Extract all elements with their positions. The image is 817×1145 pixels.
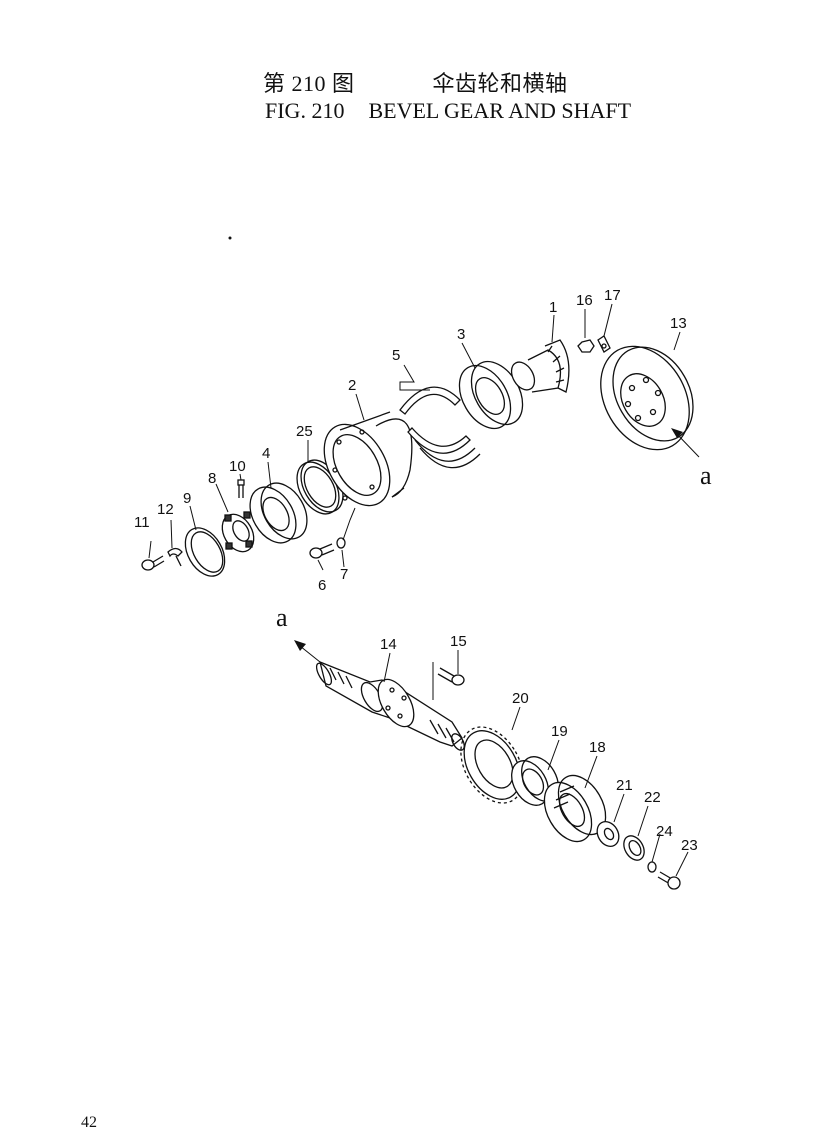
- figure-title-english: FIG. 210 BEVEL GEAR AND SHAFT: [265, 98, 631, 124]
- part-1-bevel-pinion[interactable]: [507, 339, 570, 394]
- part-24-washer[interactable]: [647, 861, 657, 873]
- part-22-lock-washer[interactable]: [620, 832, 649, 864]
- figure-name-en: BEVEL GEAR AND SHAFT: [368, 98, 632, 123]
- part-13-bevel-gear[interactable]: [583, 330, 709, 465]
- callout-16: 16: [576, 292, 593, 309]
- part-23-bolt[interactable]: [657, 871, 681, 890]
- part-15-bolt[interactable]: [437, 667, 465, 686]
- callout-6: 6: [318, 577, 326, 594]
- figure-title-chinese: 第 210 图 伞齿轮和横轴: [263, 66, 568, 98]
- part-20-spur-gear[interactable]: [448, 716, 536, 814]
- callout-19: 19: [551, 723, 568, 740]
- part-19-bearing[interactable]: [504, 750, 566, 812]
- callout-7: 7: [340, 566, 348, 583]
- view-arrow-lower: [294, 640, 321, 663]
- callout-8: 8: [208, 470, 216, 487]
- callout-17: 17: [604, 287, 621, 304]
- part-18-bearing-cage[interactable]: [535, 767, 616, 849]
- callout-12: 12: [157, 501, 174, 518]
- figure-name-cn: 伞齿轮和横轴: [432, 71, 568, 96]
- callout-23: 23: [681, 837, 698, 854]
- figure-number-cn: 第 210 图: [263, 71, 355, 96]
- view-mark-upper: a: [700, 461, 712, 490]
- part-10-bolt[interactable]: [237, 479, 245, 498]
- part-11-bolt[interactable]: [141, 555, 165, 571]
- part-9-shim-ring[interactable]: [177, 521, 232, 583]
- callout-4: 4: [262, 445, 270, 462]
- callout-22: 22: [644, 789, 661, 806]
- view-arrow-upper: [671, 428, 700, 458]
- view-mark-lower: a: [276, 603, 288, 632]
- part-14-cross-shaft[interactable]: [314, 660, 467, 752]
- part-6-bolt[interactable]: [309, 543, 335, 559]
- part-5-shims[interactable]: [399, 386, 481, 469]
- leader-6-7: [342, 507, 356, 541]
- figure-number-en: FIG. 210: [265, 98, 345, 123]
- callout-9: 9: [183, 490, 191, 507]
- callout-11: 11: [134, 514, 150, 531]
- callout-25: 25: [296, 423, 313, 440]
- callout-5: 5: [392, 347, 400, 364]
- callout-14: 14: [380, 636, 397, 653]
- callout-24: 24: [656, 823, 673, 840]
- part-2-housing[interactable]: [311, 411, 413, 517]
- part-8-lock-nut[interactable]: [216, 509, 260, 558]
- callout-3: 3: [457, 326, 465, 343]
- callout-18: 18: [589, 739, 606, 756]
- callout-2: 2: [348, 377, 356, 394]
- part-16-nut[interactable]: [577, 339, 595, 353]
- part-12-lock-plate[interactable]: [167, 547, 183, 567]
- callout-21: 21: [616, 777, 633, 794]
- callout-20: 20: [512, 690, 529, 707]
- callout-10: 10: [229, 458, 246, 475]
- part-21-nut[interactable]: [593, 818, 623, 851]
- page-number: 42: [81, 1114, 97, 1131]
- part-4-bearing[interactable]: [241, 475, 317, 551]
- callout-13: 13: [670, 315, 687, 332]
- callout-15: 15: [450, 633, 467, 650]
- part-17-lock[interactable]: [597, 335, 611, 353]
- leader-lines: [148, 303, 689, 877]
- stray-dot: [228, 236, 232, 240]
- part-7-washer[interactable]: [336, 537, 346, 549]
- callout-1: 1: [549, 299, 557, 316]
